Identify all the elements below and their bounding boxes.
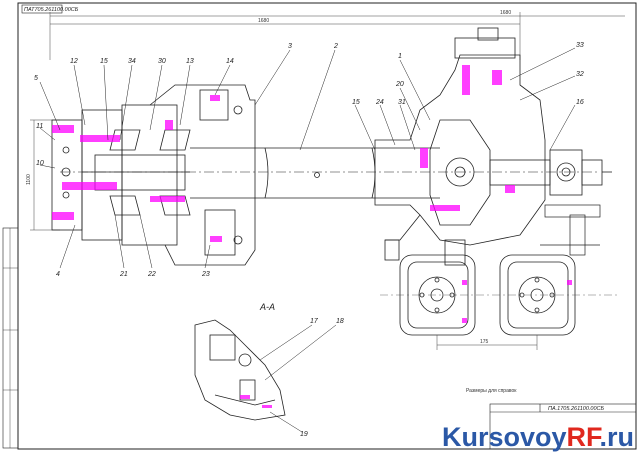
callout-32: 32: [576, 71, 584, 78]
section-a-a-view: [194, 319, 286, 421]
section-highlights: [240, 395, 272, 408]
callout-17: 17: [310, 318, 319, 325]
callout-21: 21: [119, 271, 128, 278]
top-stamp-text: ПАТ705.261100.00СБ: [24, 7, 79, 13]
callout-16: 16: [576, 99, 584, 106]
dim-bottom-label: 175: [480, 339, 489, 345]
dim-top-label: 1680: [258, 18, 269, 24]
callout-34: 34: [128, 58, 136, 65]
left-hub-assembly: [51, 84, 256, 266]
left-margin-strip: [2, 227, 19, 449]
callout-20: 20: [395, 81, 404, 88]
top-left-stamp-box: [21, 4, 63, 14]
site-watermark: KursovoyRF.ru: [442, 422, 634, 452]
callout-22: 22: [147, 271, 156, 278]
sheet-frame: [17, 2, 637, 450]
callout-33: 33: [576, 42, 584, 49]
callout-14: 14: [226, 58, 234, 65]
callout-leaders: [39, 47, 576, 433]
right-frame-rail: [540, 204, 601, 256]
callout-15-right: 15: [352, 99, 360, 106]
callout-3: 3: [288, 43, 292, 50]
callout-12: 12: [70, 58, 78, 65]
title-block: [489, 403, 637, 450]
callout-31: 31: [398, 99, 406, 106]
callout-2: 2: [333, 43, 338, 50]
callout-30: 30: [158, 58, 166, 65]
top-dimensions: [49, 12, 625, 60]
callout-15: 15: [100, 58, 108, 65]
wheel-dimension: [436, 335, 538, 350]
axle-shaft: [60, 147, 600, 199]
wheel-highlights: [462, 280, 572, 323]
left-hub-highlights: [52, 95, 222, 242]
differential-housing: [374, 27, 612, 266]
differential-highlights: [420, 65, 515, 211]
callout-19: 19: [300, 431, 308, 438]
callout-4: 4: [56, 271, 60, 278]
callout-13: 13: [186, 58, 194, 65]
dim-top-right-label: 1680: [500, 10, 511, 16]
section-a-a-label: А-А: [259, 302, 275, 312]
callout-11: 11: [36, 123, 43, 130]
callout-23: 23: [201, 271, 210, 278]
svg-text:KursovoyRF.ru: KursovoyRF.ru: [442, 422, 634, 452]
title-block-designation: ПА.1705.261100.00СБ: [548, 406, 605, 412]
callout-10: 10: [36, 160, 44, 167]
drawing-note: Размеры для справок: [466, 388, 517, 394]
callout-18: 18: [336, 318, 344, 325]
callout-1: 1: [398, 53, 402, 60]
callout-5: 5: [34, 75, 38, 82]
callout-24: 24: [375, 99, 384, 106]
dim-left-label: 1100: [26, 174, 32, 185]
